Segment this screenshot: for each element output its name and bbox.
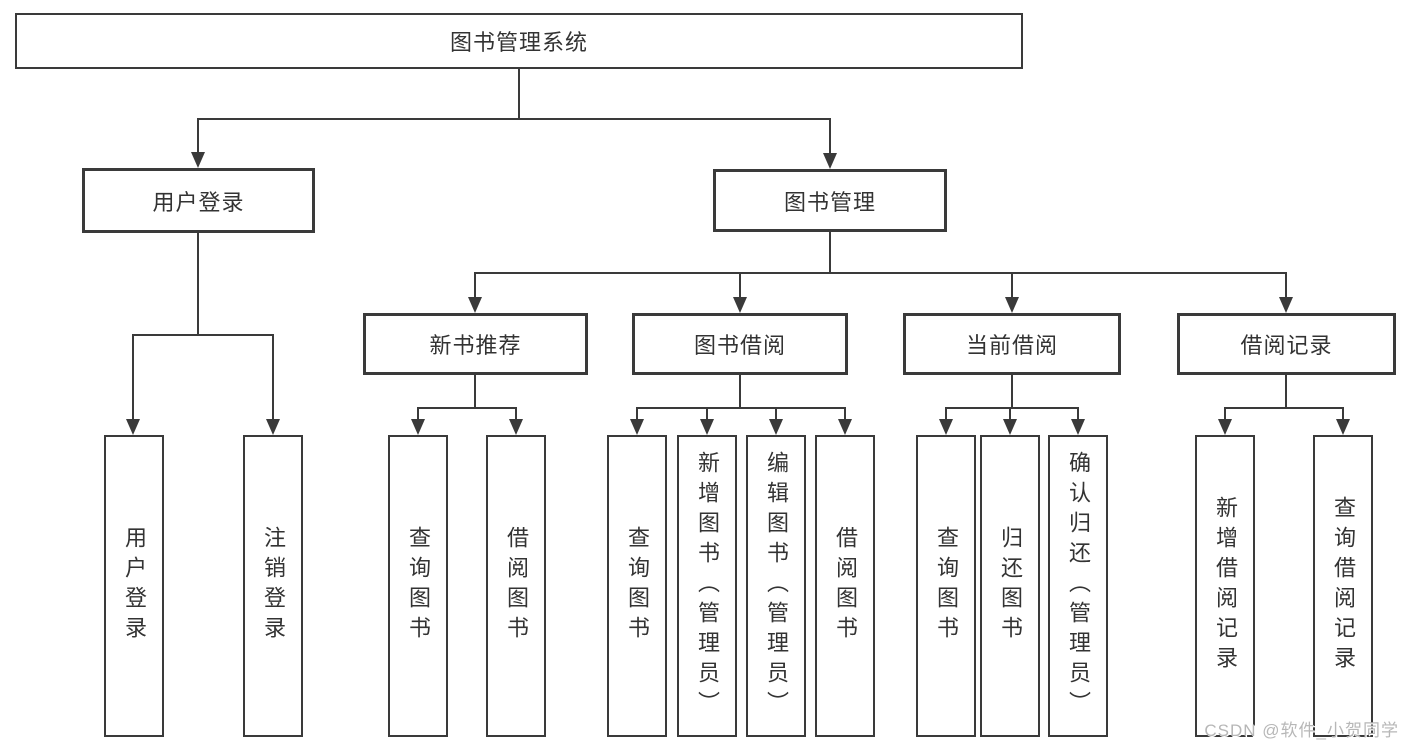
connector-line [515,407,517,421]
node-user-login-label: 用户登录 [152,189,245,215]
leaf-add-borrow-record: 新增借阅记录 [1195,435,1255,737]
connector-line [1011,375,1013,407]
leaf-add-books-admin: 新增图书（管理员） [677,435,737,737]
leaf-query-borrow-record: 查询借阅记录 [1313,435,1373,737]
arrowhead-down-icon [1071,419,1085,435]
node-new-book-recommend: 新书推荐 [363,313,588,375]
connector-line [197,118,831,120]
arrowhead-down-icon [1336,419,1350,435]
leaf-borrow-books-recommend-label: 借阅图书 [504,526,529,646]
arrowhead-down-icon [1005,297,1019,313]
connector-line [1077,407,1079,421]
arrowhead-down-icon [823,153,837,169]
arrowhead-down-icon [1218,419,1232,435]
arrowhead-down-icon [939,419,953,435]
connector-line [739,272,741,299]
connector-line [636,407,846,409]
connector-line [1011,272,1013,299]
connector-line [829,232,831,272]
leaf-confirm-return-admin: 确认归还（管理员） [1048,435,1108,737]
connector-line [197,233,199,334]
arrowhead-down-icon [838,419,852,435]
connector-line [1285,272,1287,299]
node-current-borrowing-label: 当前借阅 [965,333,1058,358]
connector-line [945,407,947,421]
leaf-user-login: 用户登录 [104,435,164,737]
arrowhead-down-icon [468,297,482,313]
leaf-query-books-recommend: 查询图书 [388,435,448,737]
node-root-label: 图书管理系统 [449,30,588,55]
connector-line [417,407,419,421]
node-root: 图书管理系统 [15,13,1023,69]
connector-line [775,407,777,421]
leaf-query-books-current-label: 查询图书 [934,526,959,646]
node-borrowing-records: 借阅记录 [1177,313,1396,375]
watermark: CSDN @软件_小贺同学 [1204,721,1399,740]
leaf-edit-books-admin: 编辑图书（管理员） [746,435,806,737]
node-user-login: 用户登录 [82,168,315,233]
leaf-borrow-books-label: 借阅图书 [833,526,858,646]
connector-line [272,334,274,421]
leaf-query-borrow-record-label: 查询借阅记录 [1331,496,1356,676]
leaf-user-login-label: 用户登录 [122,526,147,646]
node-book-borrowing: 图书借阅 [632,313,848,375]
connector-line [197,118,199,154]
arrowhead-down-icon [733,297,747,313]
node-book-management-label: 图书管理 [783,189,876,215]
connector-line [1342,407,1344,421]
leaf-query-books-borrowing-label: 查询图书 [625,526,650,646]
node-new-book-recommend-label: 新书推荐 [429,333,522,358]
leaf-return-books-label: 归还图书 [998,526,1023,646]
arrowhead-down-icon [630,419,644,435]
connector-line [1224,407,1344,409]
connector-line [474,272,1287,274]
leaf-confirm-return-admin-label: 确认归还（管理员） [1066,451,1091,721]
leaf-edit-books-admin-label: 编辑图书（管理员） [764,451,789,721]
arrowhead-down-icon [411,419,425,435]
arrowhead-down-icon [1279,297,1293,313]
arrowhead-down-icon [126,419,140,435]
arrowhead-down-icon [509,419,523,435]
leaf-add-books-admin-label: 新增图书（管理员） [695,451,720,721]
leaf-return-books: 归还图书 [980,435,1040,737]
leaf-query-books-borrowing: 查询图书 [607,435,667,737]
connector-line [844,407,846,421]
arrowhead-down-icon [191,152,205,168]
leaf-borrow-books: 借阅图书 [815,435,875,737]
connector-line [1285,375,1287,407]
leaf-logout-label: 注销登录 [261,526,286,646]
connector-line [1224,407,1226,421]
node-book-management: 图书管理 [713,169,947,232]
connector-line [945,407,1079,409]
connector-line [1009,407,1011,421]
arrowhead-down-icon [769,419,783,435]
leaf-borrow-books-recommend: 借阅图书 [486,435,546,737]
node-book-borrowing-label: 图书借阅 [693,333,786,358]
arrowhead-down-icon [700,419,714,435]
connector-line [417,407,517,409]
leaf-query-books-recommend-label: 查询图书 [406,526,431,646]
arrowhead-down-icon [266,419,280,435]
arrowhead-down-icon [1003,419,1017,435]
connector-line [706,407,708,421]
leaf-add-borrow-record-label: 新增借阅记录 [1213,496,1238,676]
leaf-query-books-current: 查询图书 [916,435,976,737]
connector-line [474,272,476,299]
node-current-borrowing: 当前借阅 [903,313,1121,375]
node-borrowing-records-label: 借阅记录 [1240,333,1333,358]
connector-line [829,118,831,155]
connector-line [636,407,638,421]
connector-line [474,375,476,407]
connector-line [132,334,274,336]
connector-line [132,334,134,421]
leaf-logout: 注销登录 [243,435,303,737]
connector-line [518,69,520,118]
connector-line [739,375,741,407]
